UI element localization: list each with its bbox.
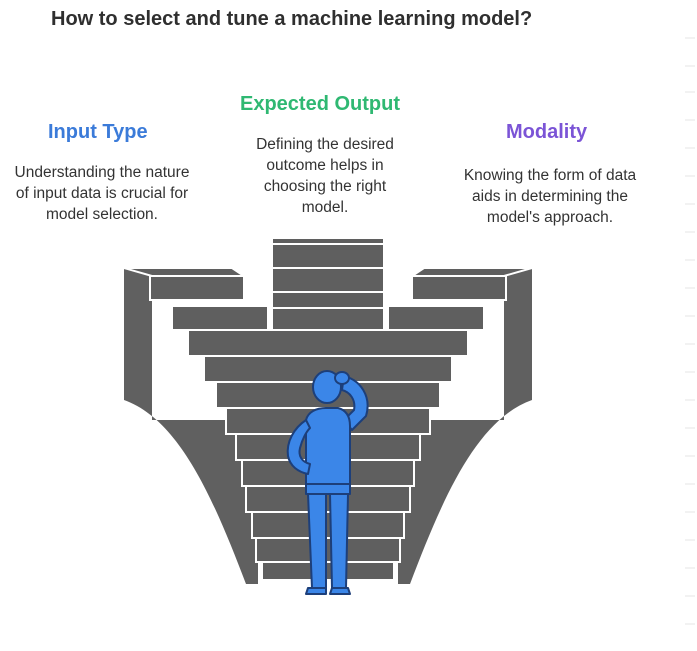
right-mid-step — [387, 305, 485, 331]
left-mid-step — [171, 305, 269, 331]
left-upper-step — [149, 275, 245, 301]
center-tower-block — [271, 243, 385, 269]
funnel-step — [187, 329, 469, 357]
center-tower-block — [271, 291, 385, 309]
center-tower-block — [271, 267, 385, 293]
funnel-step — [251, 511, 405, 539]
modality-description: Knowing the form of data aids in determi… — [463, 167, 637, 226]
funnel-step — [261, 561, 395, 581]
modality-heading: Modality — [506, 121, 588, 143]
page-title: How to select and tune a machine learnin… — [51, 8, 533, 30]
expected-output-description: Defining the desired outcome helps in ch… — [256, 136, 394, 216]
center-tower-block — [271, 307, 385, 331]
person-thinking-icon — [286, 370, 369, 595]
right-funnel-wall — [398, 268, 532, 584]
left-funnel-wall — [124, 268, 258, 584]
expected-output-heading: Expected Output — [240, 93, 401, 115]
right-upper-step — [411, 275, 507, 301]
input-type-description: Understanding the nature of input data i… — [14, 164, 190, 223]
funnel-step — [255, 537, 401, 563]
input-type-heading: Input Type — [48, 121, 148, 143]
edge-tick-marks — [685, 37, 695, 625]
stair-steps — [123, 237, 533, 581]
